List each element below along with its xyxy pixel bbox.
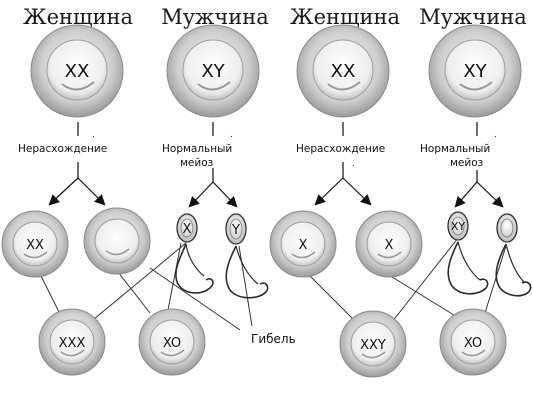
label-death: Гибель (251, 332, 296, 346)
sperm-right-1: XY (447, 211, 489, 295)
gamete-egg-right-1: X (269, 210, 337, 278)
zygote-genotype-right-2: XO (464, 336, 482, 351)
gamete-genotype-left-1: XX (26, 238, 44, 253)
zygote-left-1: XXX (38, 308, 106, 376)
sperm-left-1: X (175, 213, 214, 294)
sperm-left-2: Y (225, 213, 269, 299)
zygote-right-1: XXY (339, 310, 407, 378)
arrow-female-right-2 (342, 177, 372, 206)
parent-genotype-female-right: XX (331, 61, 356, 82)
sperm-genotype-left-2: Y (231, 223, 240, 238)
arrow-female-left-2 (77, 177, 106, 206)
zygote-right-2: XO (439, 308, 507, 376)
zygote-left-2: XO (138, 308, 206, 376)
parent-genotype-male-right: XY (463, 61, 487, 82)
label-normal-left-line1: Нормальный (162, 143, 232, 155)
dot-mark-right-2: . (494, 130, 497, 140)
parent-genotype-male-left: XY (201, 61, 225, 82)
label-normal-right-line1: Нормальный (420, 143, 490, 155)
gamete-egg-left-2 (83, 207, 151, 275)
zygote-genotype-left-1: XXX (59, 336, 86, 351)
dot-mark-left-2: . (230, 130, 233, 140)
label-nondisjunction-left: Нерасхождение (18, 143, 107, 155)
sperm-right-2 (495, 213, 532, 297)
parent-cell-female-left: XX (30, 24, 124, 118)
dot-mark-right-1: . (352, 159, 355, 169)
parent-cell-female-right: XX (296, 24, 390, 118)
dot-mark-left-1: . (92, 130, 95, 140)
arrow-male-right-2 (476, 181, 504, 208)
arrow-male-right-1 (454, 181, 478, 208)
arrow-male-left-2 (212, 181, 238, 208)
gamete-genotype-right-2: X (385, 238, 394, 253)
zygote-genotype-right-1: XXY (360, 338, 386, 353)
gamete-genotype-right-1: X (299, 238, 308, 253)
sperm-genotype-right-1: XY (451, 220, 466, 233)
sperm-genotype-left-1: X (183, 222, 192, 237)
label-nondisjunction-right: Нерасхождение (296, 143, 385, 155)
gamete-egg-left-1: XX (1, 210, 69, 278)
fertilization-lines (37, 237, 507, 331)
parent-cell-male-right: XY (428, 24, 522, 118)
gamete-egg-right-2: X (355, 210, 423, 278)
parent-cell-male-left: XY (166, 24, 260, 118)
label-normal-left-line2: мейоз (180, 157, 213, 169)
label-normal-right-line2: мейоз (450, 157, 483, 169)
arrow-male-left-1 (188, 181, 214, 208)
parent-genotype-female-left: XX (65, 61, 90, 82)
arrow-female-left-1 (48, 177, 79, 206)
arrow-female-right-1 (314, 177, 344, 206)
zygote-genotype-left-2: XO (163, 336, 181, 351)
